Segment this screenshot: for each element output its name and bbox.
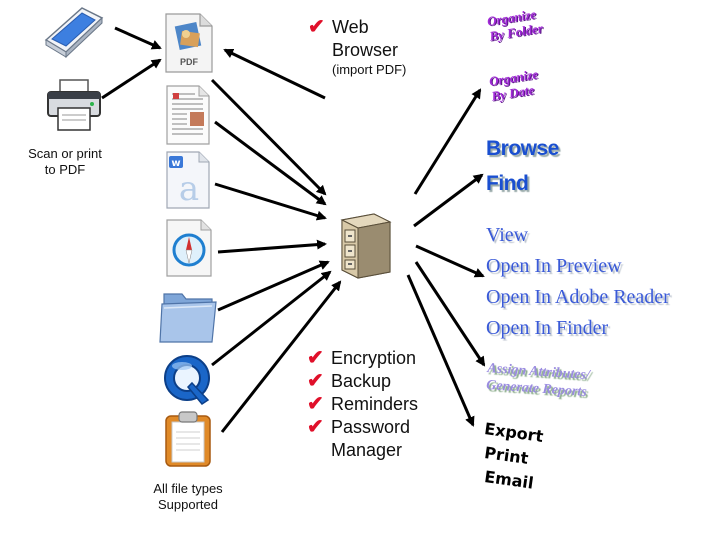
arrow-scanner-to-pdf [114,26,162,50]
checkmark-icon: ✔ [307,393,324,415]
arrow-cabinet-to-browse [413,173,484,228]
arrow-pdf-to-cabinet [210,78,327,196]
svg-text:a: a [179,169,199,209]
svg-text:w: w [171,158,180,169]
pdf-document-icon: PDF [164,12,214,74]
arrow-folder-to-cabinet [217,260,330,312]
arrow-safari-to-cabinet [217,239,327,254]
clipboard-icon [163,410,213,468]
open-in-adobe-reader-label: Open In Adobe Reader [486,286,670,308]
web-browser-line2: Browser [332,40,399,60]
features-list: ✔Encryption ✔Backup ✔Reminders ✔Password… [307,347,457,462]
scan-caption-line1: Scan or print [28,146,102,161]
file-types-caption: All file types Supported [128,481,248,513]
quicktime-icon [162,352,214,406]
word-document-icon: w a [165,150,211,210]
arrow-cabinet-to-assign [414,261,486,367]
scan-caption-line2: to PDF [44,162,86,177]
assign-attributes-label: Assign Attributes/ Generate Reports [485,360,591,400]
file-cabinet-icon [334,212,394,280]
file-types-caption-line2: Supported [158,497,218,512]
open-in-preview-label: Open In Preview [486,255,622,277]
arrow-printer-to-pdf [101,58,162,100]
feature-password: ✔Password [307,416,411,438]
safari-icon [165,218,213,278]
folder-icon [158,286,218,344]
checkmark-icon: ✔ [307,416,324,438]
arrow-clipboard-to-cabinet [220,280,342,433]
scan-caption: Scan or print to PDF [16,146,114,178]
arrow-quicktime-to-cabinet [211,270,332,367]
find-label: Find [486,172,529,195]
text-document-icon [165,84,211,146]
arrow-word-to-cabinet [214,182,327,221]
feature-reminders: ✔Reminders [307,393,419,415]
open-in-finder-label: Open In Finder [486,317,609,339]
arrow-browser-to-pdf [223,48,326,100]
arrow-cabinet-to-view [415,244,485,278]
arrow-text-to-cabinet [214,120,327,206]
pdf-label: PDF [180,57,198,67]
feature-backup: ✔Backup [307,370,392,392]
feature-manager: Manager [331,440,403,460]
checkmark-icon: ✔ [307,347,324,369]
file-types-caption-line1: All file types [153,481,223,496]
printer-icon [46,78,102,132]
web-browser-block: ✔ Web Browser (import PDF) [308,16,448,78]
browse-label: Browse [486,137,559,160]
scanner-icon [42,4,104,59]
view-label: View [486,224,529,246]
arrow-cabinet-to-organize [413,88,482,195]
checkmark-icon: ✔ [307,370,324,392]
arrow-cabinet-to-export [406,274,475,427]
web-browser-line1: Web [332,17,369,37]
feature-encryption: ✔Encryption [307,347,417,369]
checkmark-icon: ✔ [308,16,325,38]
web-browser-note: (import PDF) [332,62,407,77]
